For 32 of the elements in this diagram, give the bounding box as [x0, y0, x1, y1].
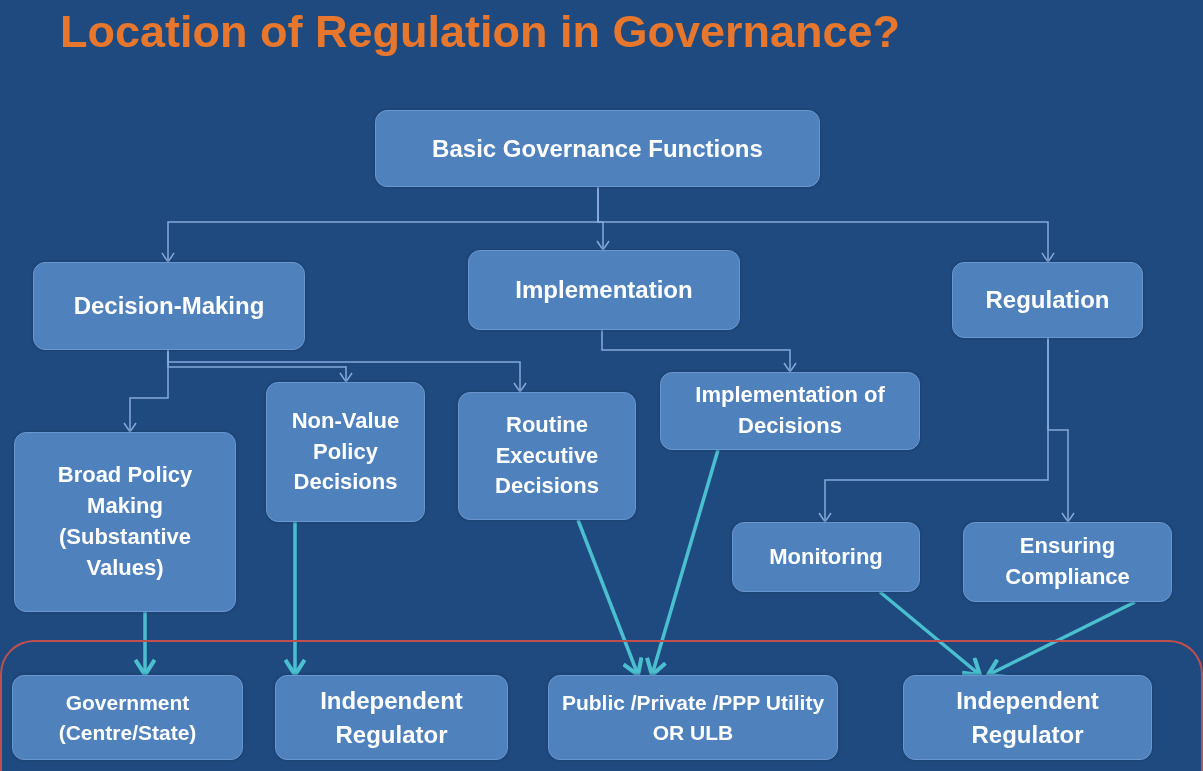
title: Location of Regulation in Governance?	[60, 6, 901, 58]
process-box	[14, 432, 236, 612]
process-box	[266, 382, 425, 522]
process-box	[732, 522, 920, 592]
process-box	[468, 250, 740, 330]
arrow	[601, 329, 797, 373]
node-label: Routine Executive Decisions	[494, 410, 600, 501]
node-label: Government (Centre/State)	[57, 690, 198, 746]
node-label: Implementation of Decisions	[694, 381, 886, 440]
node-label: Monitoring	[768, 542, 884, 571]
process-box	[903, 675, 1152, 760]
node-label: Public /Private /PPP Utility OR ULB	[560, 690, 826, 746]
node-label: Implementation	[514, 275, 694, 306]
node-label: Independent Regulator	[319, 685, 464, 750]
process-box	[375, 110, 820, 187]
node-label: Ensuring Compliance	[1004, 532, 1131, 591]
band-outline	[0, 640, 1203, 771]
node-label: Decision-Making	[72, 291, 266, 322]
process-box	[275, 675, 508, 760]
node-label: Broad Policy Making (Substantive Values)	[56, 461, 194, 582]
process-box	[33, 262, 305, 350]
process-box	[458, 392, 636, 520]
process-box	[548, 675, 838, 760]
node-label: Independent Regulator	[955, 685, 1100, 750]
process-box	[952, 262, 1143, 338]
process-box	[963, 522, 1172, 602]
process-box	[12, 675, 243, 760]
node-label: Regulation	[984, 285, 1111, 316]
process-box	[660, 372, 920, 450]
node-label: Non-Value Policy Decisions	[290, 406, 401, 497]
node-label: Basic Governance Functions	[431, 133, 764, 164]
arrow	[1047, 337, 1075, 523]
